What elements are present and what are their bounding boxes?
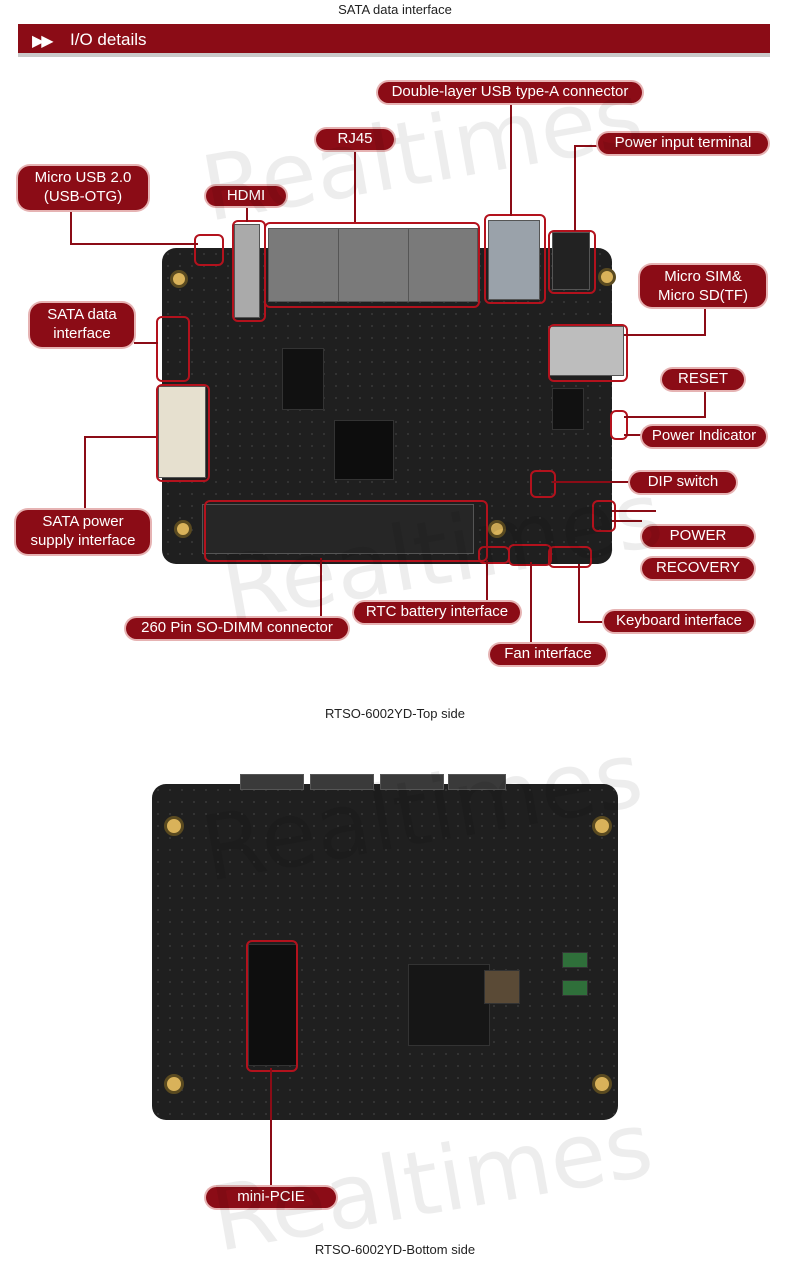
label-rj45: RJ45	[316, 129, 394, 150]
label-usb-typea: Double-layer USB type-A connector	[378, 82, 642, 103]
label-power-indicator: Power Indicator	[642, 426, 766, 447]
label-fan: Fan interface	[490, 644, 606, 665]
double-play-arrows-icon: ▶▶	[32, 33, 54, 50]
label-dip-switch: DIP switch	[630, 472, 736, 493]
top-caption: SATA data interface	[338, 2, 452, 17]
label-sata-power: SATA power supply interface	[16, 510, 150, 554]
bottom-board-image	[152, 784, 618, 1120]
bottom-side-caption: RTSO-6002YD-Bottom side	[314, 1242, 476, 1257]
section-header: ▶▶ I/O details	[18, 24, 770, 57]
label-power: POWER	[642, 526, 754, 547]
label-micro-sim: Micro SIM& Micro SD(TF)	[640, 265, 766, 307]
label-mini-pcie: mini-PCIE	[206, 1187, 336, 1208]
label-rtc: RTC battery interface	[354, 602, 520, 623]
label-recovery: RECOVERY	[642, 558, 754, 579]
top-side-caption: RTSO-6002YD-Top side	[325, 706, 465, 721]
label-keyboard: Keyboard interface	[604, 611, 754, 632]
label-power-input: Power input terminal	[598, 133, 768, 154]
label-sata-data: SATA data interface	[30, 303, 134, 347]
section-title: I/O details	[70, 30, 147, 49]
label-micro-usb: Micro USB 2.0 (USB-OTG)	[18, 166, 148, 210]
label-reset: RESET	[662, 369, 744, 390]
label-hdmi: HDMI	[206, 186, 286, 206]
label-sodimm: 260 Pin SO-DIMM connector	[126, 618, 348, 639]
